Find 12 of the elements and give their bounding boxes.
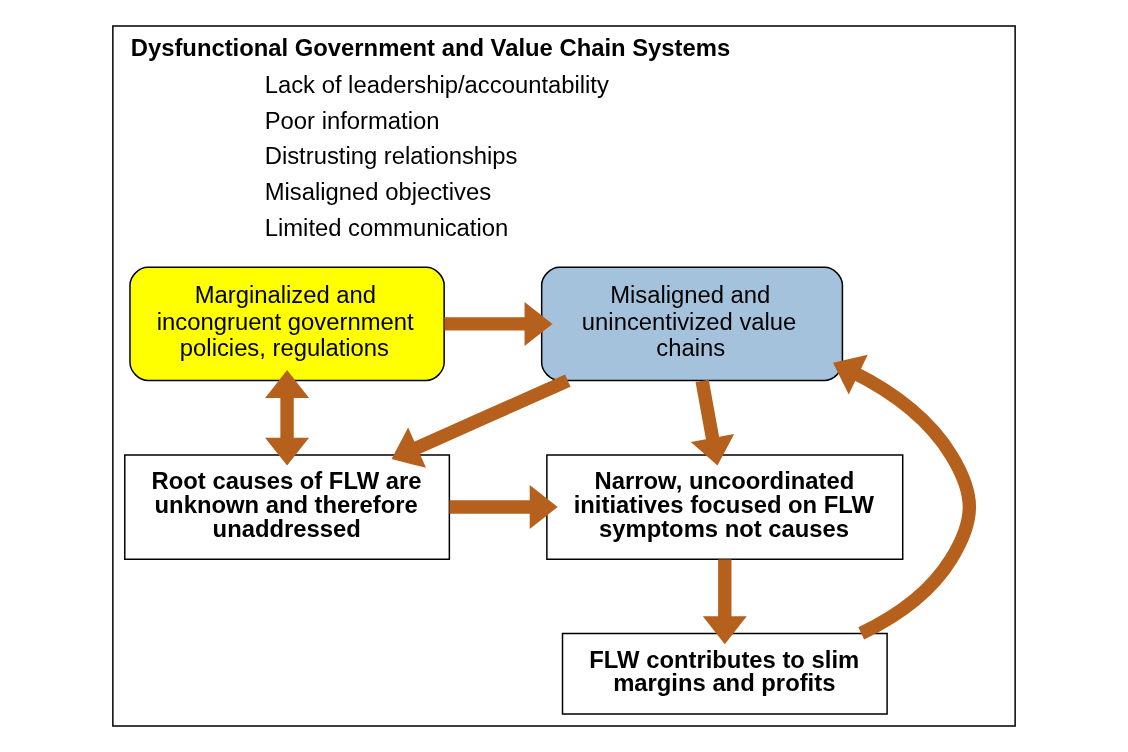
node-box: Marginalized and incongruent government policies, regulations	[129, 266, 445, 382]
arrow	[833, 354, 977, 640]
arrow	[690, 379, 735, 466]
arrow	[702, 559, 747, 645]
arrow	[449, 485, 558, 530]
arrow	[444, 301, 553, 346]
arrow	[391, 374, 571, 468]
node-box: Narrow, uncoordinated initiatives focused on FLW symptoms not causes	[546, 454, 904, 560]
node-box: FLW contributes to slim margins and profits	[561, 632, 888, 715]
node-box: Root causes of FLW are unknown and therefore unaddressed	[124, 454, 451, 560]
node-box: Misaligned and unincentivized value chains	[540, 266, 844, 382]
arrow	[265, 370, 310, 466]
